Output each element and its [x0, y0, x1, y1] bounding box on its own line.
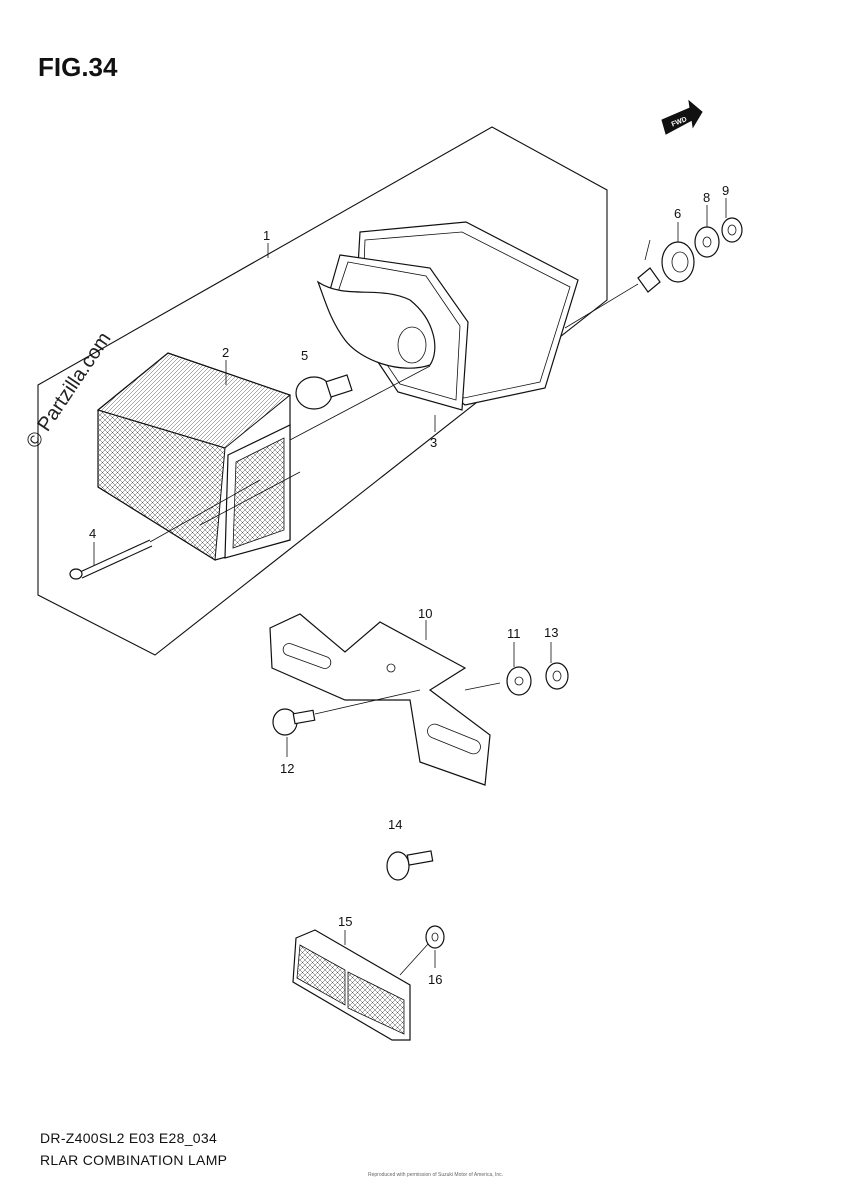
- nut-part-9: [721, 217, 743, 243]
- callout-13: 13: [544, 625, 558, 640]
- bolt-part-12: [272, 708, 316, 736]
- bulb-part-5: [295, 374, 353, 410]
- callout-12: 12: [280, 761, 294, 776]
- model-code: DR-Z400SL2 E03 E28_034: [40, 1130, 218, 1146]
- figure-title: FIG.34: [38, 52, 118, 82]
- fwd-arrow-icon: FWD: [661, 99, 703, 135]
- copyright-notice: Reproduced with permission of Suzuki Mot…: [368, 1172, 504, 1178]
- assembly-1-outline: [37, 126, 608, 656]
- callout-3: 3: [430, 435, 437, 450]
- callout-9: 9: [722, 183, 729, 198]
- bolt-part-14: [386, 850, 434, 881]
- nut-part-16: [425, 925, 445, 949]
- lamp-housing-part-3: [316, 221, 579, 411]
- callout-15: 15: [338, 914, 352, 929]
- callout-11: 11: [507, 626, 521, 641]
- callout-8: 8: [703, 190, 710, 205]
- washer-part-8: [694, 226, 720, 258]
- callout-16: 16: [428, 972, 442, 987]
- screw-part-4: [69, 539, 153, 580]
- callout-6: 6: [674, 206, 681, 221]
- callout-4: 4: [89, 526, 96, 541]
- callout-2: 2: [222, 345, 229, 360]
- callout-1: 1: [263, 228, 270, 243]
- callout-14: 14: [388, 817, 402, 832]
- nut-part-13: [545, 662, 569, 690]
- reflector-part-15: [292, 929, 411, 1041]
- washer-part-11: [506, 666, 532, 696]
- lens-part-2: [96, 352, 292, 561]
- callout-10: 10: [418, 606, 432, 621]
- grommet-part-6: [661, 241, 695, 283]
- diagram-caption: RLAR COMBINATION LAMP: [40, 1152, 228, 1168]
- collar: [637, 267, 661, 293]
- callout-5: 5: [301, 348, 308, 363]
- leader-lines: [93, 198, 727, 976]
